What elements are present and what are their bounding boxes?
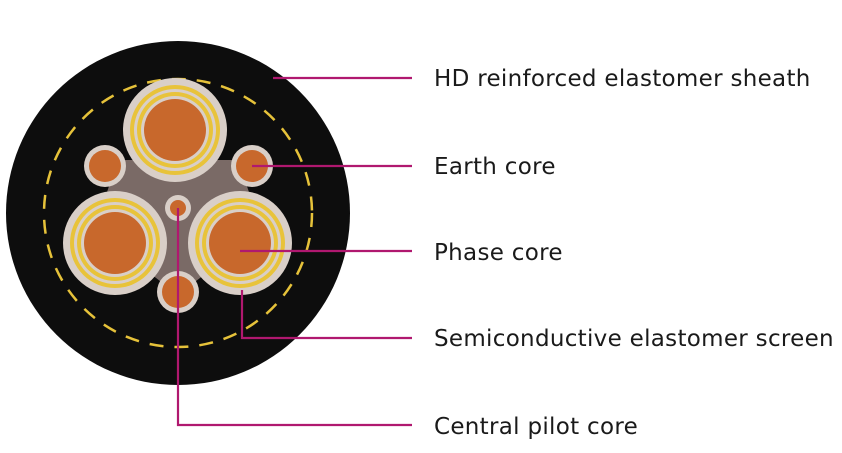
label-earth-core: Earth core [434,154,556,180]
leader-pilot [176,208,412,427]
leader-screen [240,290,412,340]
label-semiconductive-screen: Semiconductive elastomer screen [434,326,834,352]
phase-core-right [188,191,292,295]
leader-lines [176,76,412,427]
phase-core-top [123,78,227,182]
phase-core-left [63,191,167,295]
label-phase-core: Phase core [434,240,563,266]
label-central-pilot-core: Central pilot core [434,414,638,440]
label-sheath: HD reinforced elastomer sheath [434,66,811,92]
earth-core-left [84,145,126,187]
